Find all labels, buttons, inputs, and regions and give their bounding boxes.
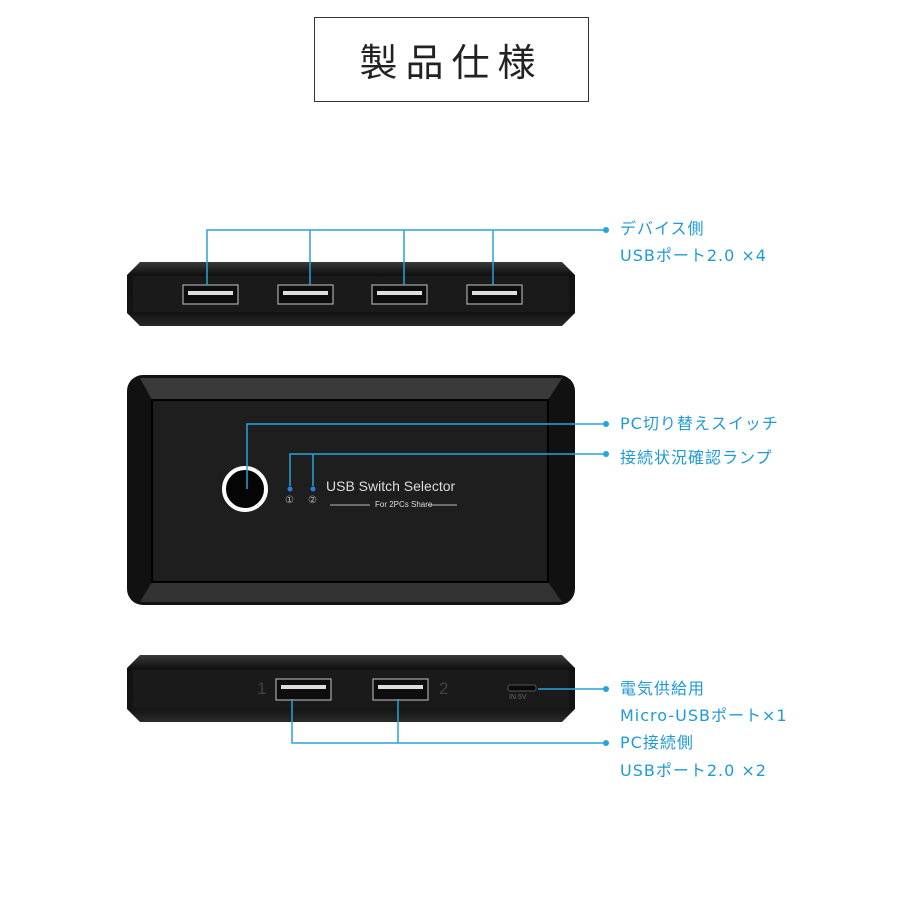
callout-dots (603, 227, 609, 746)
led-1-label: ① (285, 495, 294, 506)
callout-pc-ports-line2: USBポート2.0 ×2 (620, 761, 767, 780)
callout-device-ports-line1: デバイス側 (620, 219, 705, 238)
pc-usb-port-2 (372, 678, 429, 701)
callout-device-ports-line2: USBポート2.0 ×4 (620, 246, 767, 265)
power-port-label: IN 5V (509, 694, 527, 701)
micro-usb-port (507, 684, 537, 692)
port-2-number: 2 (439, 679, 449, 698)
callout-pc-ports-line1: PC接続側 (620, 733, 694, 752)
device-top-view (127, 262, 575, 326)
led-2-label: ② (308, 495, 317, 506)
switch-button (222, 466, 268, 512)
callout-power-line2: Micro-USBポート×1 (620, 706, 788, 725)
device-front-view (127, 375, 575, 605)
device-back-view (127, 655, 575, 722)
callout-status-led: 接続状況確認ランプ (620, 448, 773, 467)
callout-lines (206, 229, 605, 744)
callout-switch-button: PC切り替えスイッチ (620, 414, 779, 433)
port-1-number: 1 (257, 679, 267, 698)
device-brand-text: USB Switch Selector (326, 478, 456, 494)
page-title: 製品仕様 (314, 17, 589, 102)
led-2 (310, 486, 316, 492)
device-subtitle-text: For 2PCs Share (375, 500, 433, 509)
callout-power-line1: 電気供給用 (620, 679, 706, 698)
led-1 (287, 486, 293, 492)
pc-usb-port-1 (275, 678, 332, 701)
